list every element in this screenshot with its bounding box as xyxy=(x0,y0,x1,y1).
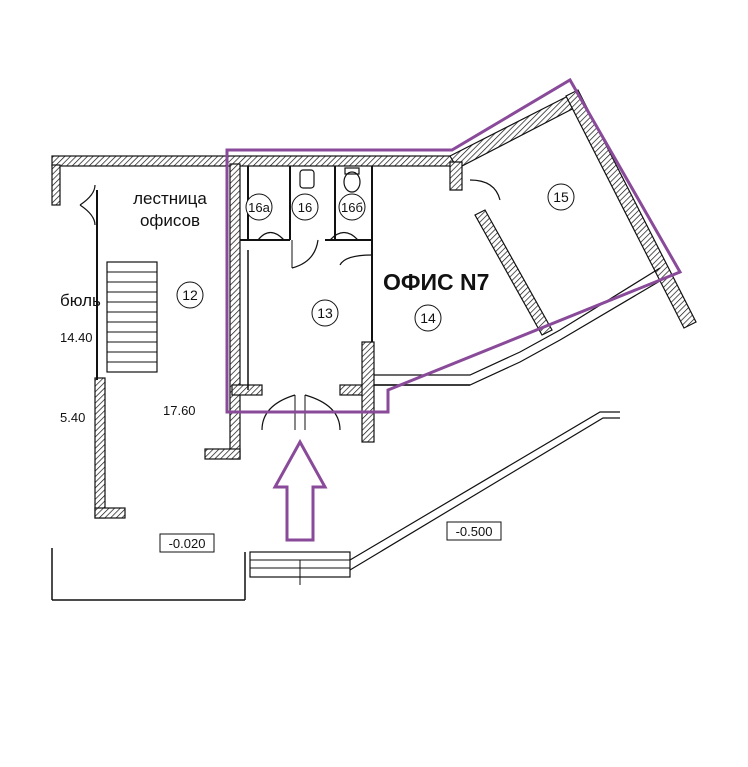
hall-partial-label: бюль xyxy=(60,291,101,310)
stair-label-line1: лестница xyxy=(133,189,207,208)
top-exterior-wall xyxy=(51,93,579,167)
room-16b-label: 16б xyxy=(341,200,363,215)
stair-walls xyxy=(51,163,241,519)
area-5-40: 5.40 xyxy=(60,410,85,425)
room-16-label: 16 xyxy=(298,200,312,215)
room-13-label: 13 xyxy=(317,305,333,321)
right-exterior-wall xyxy=(565,89,697,329)
level-020: -0.020 xyxy=(169,536,206,551)
office-boundary-outline xyxy=(225,77,683,414)
room-circle-15 xyxy=(547,183,575,211)
level-box-020 xyxy=(159,533,215,553)
room-circle-16b xyxy=(338,193,366,221)
stair-label-line2: офисов xyxy=(140,211,200,230)
area-14-40: 14.40 xyxy=(60,330,93,345)
staircase xyxy=(79,184,158,380)
office-walls xyxy=(231,161,666,443)
room-circle-13 xyxy=(311,299,339,327)
level-500: -0.500 xyxy=(456,524,493,539)
entrance-arrow xyxy=(272,438,328,542)
exterior-ramp xyxy=(51,411,620,601)
level-box-500 xyxy=(446,521,502,541)
room-14-label: 14 xyxy=(420,310,436,326)
room-15-label: 15 xyxy=(553,189,569,205)
wc-partitions xyxy=(240,166,373,269)
office-title: ОФИС N7 xyxy=(383,269,489,295)
area-17-60: 17.60 xyxy=(163,403,196,418)
room-circle-16 xyxy=(291,193,319,221)
room-circle-12 xyxy=(176,281,204,309)
room-12-label: 12 xyxy=(182,287,198,303)
room-circle-16a xyxy=(245,193,273,221)
room-circle-14 xyxy=(414,304,442,332)
room-16a-label: 16а xyxy=(248,200,270,215)
